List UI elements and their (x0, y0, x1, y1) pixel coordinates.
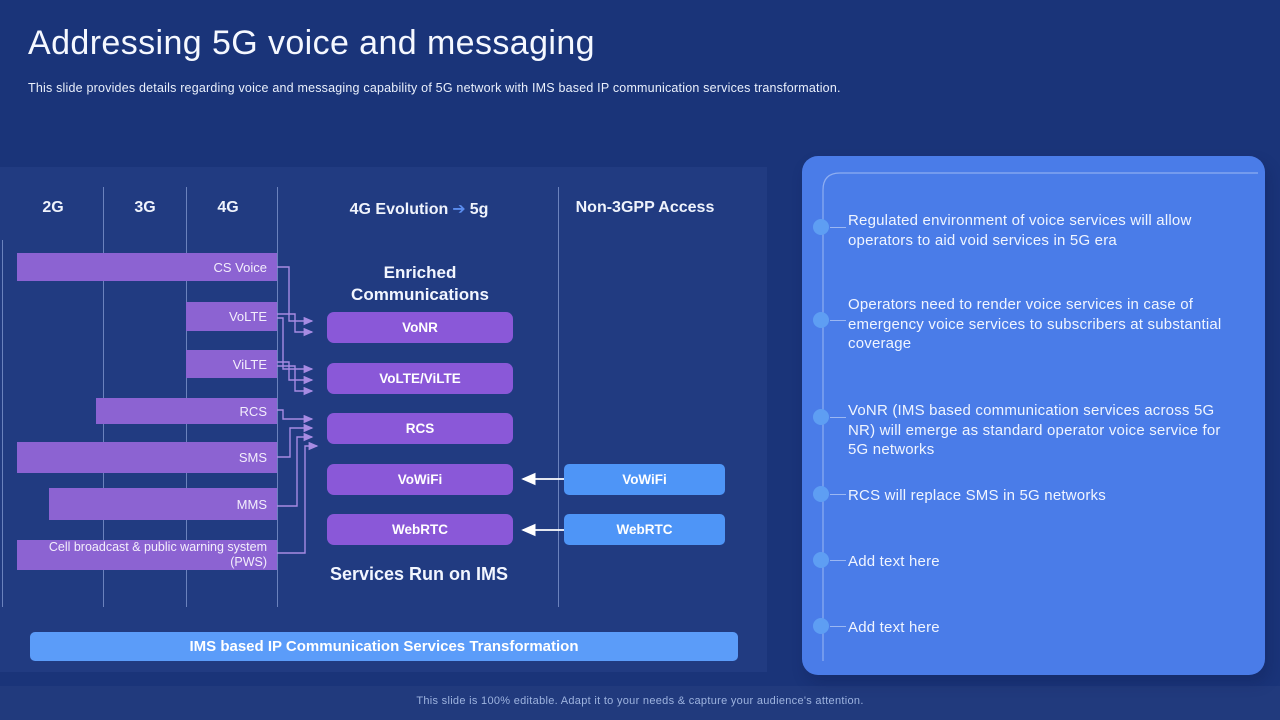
non3gpp-button-webrtc: WebRTC (564, 514, 725, 545)
ims-transformation-banner: IMS based IP Communication Services Tran… (30, 632, 738, 661)
bar-cell-broadcast-pws: Cell broadcast & public warning system (… (17, 540, 277, 570)
column-line-3g-4g (186, 187, 187, 607)
column-line-left-edge (2, 240, 3, 607)
column-line-2g-3g (103, 187, 104, 607)
bullet-tick (830, 320, 846, 321)
bullet-tick (830, 560, 846, 561)
note-item-2: Operators need to render voice services … (848, 296, 1222, 352)
bullet-tick (830, 417, 846, 418)
ims-button-webrtc: WebRTC (327, 514, 513, 545)
evolution-label: 4G Evolution (349, 201, 449, 218)
column-header-2g: 2G (42, 199, 64, 216)
bar-sms: SMS (17, 442, 277, 473)
column-header-non3gpp: Non-3GPP Access (575, 199, 715, 216)
note-item-4: RCS will replace SMS in 5G networks (848, 487, 1106, 504)
page-title: Addressing 5G voice and messaging (28, 24, 595, 62)
enriched-communications-title: Enriched Communications (351, 263, 489, 304)
bar-cs-voice: CS Voice (17, 253, 277, 281)
bullet-dot-icon (813, 409, 829, 425)
ims-button-rcs: RCS (327, 413, 513, 444)
note-item-5: Add text here (848, 553, 940, 570)
column-header-4g-evolution: 4G Evolution➔5g (309, 199, 529, 219)
services-run-on-ims-title: Services Run on IMS (329, 564, 509, 584)
notes-card (802, 156, 1265, 675)
bullet-dot-icon (813, 618, 829, 634)
note-item-6: Add text here (848, 619, 940, 636)
ims-button-vonr: VoNR (327, 312, 513, 343)
bar-vilte: ViLTE (186, 350, 277, 378)
note-item-1: Regulated environment of voice services … (848, 212, 1192, 249)
bullet-tick (830, 227, 846, 228)
column-header-4g: 4G (217, 199, 239, 216)
right-arrow-icon: ➔ (452, 201, 466, 218)
bullet-tick (830, 626, 846, 627)
column-header-3g: 3G (134, 199, 156, 216)
evolution-target-label: 5g (469, 201, 489, 218)
bar-rcs: RCS (96, 398, 277, 424)
note-item-3: VoNR (IMS based communication services a… (848, 402, 1221, 458)
column-line-4g-evolution (277, 187, 278, 607)
bullet-dot-icon (813, 552, 829, 568)
bullet-dot-icon (813, 312, 829, 328)
bullet-dot-icon (813, 219, 829, 235)
ims-button-volte-vilte: VoLTE/ViLTE (327, 363, 513, 394)
bullet-dot-icon (813, 486, 829, 502)
bar-volte: VoLTE (186, 302, 277, 331)
ims-button-vowifi: VoWiFi (327, 464, 513, 495)
footer-note: This slide is 100% editable. Adapt it to… (416, 695, 864, 707)
page-subtitle: This slide provides details regarding vo… (28, 81, 841, 95)
bullet-tick (830, 494, 846, 495)
column-line-non3gpp (558, 187, 559, 607)
bar-mms: MMS (49, 488, 277, 520)
non3gpp-button-vowifi: VoWiFi (564, 464, 725, 495)
